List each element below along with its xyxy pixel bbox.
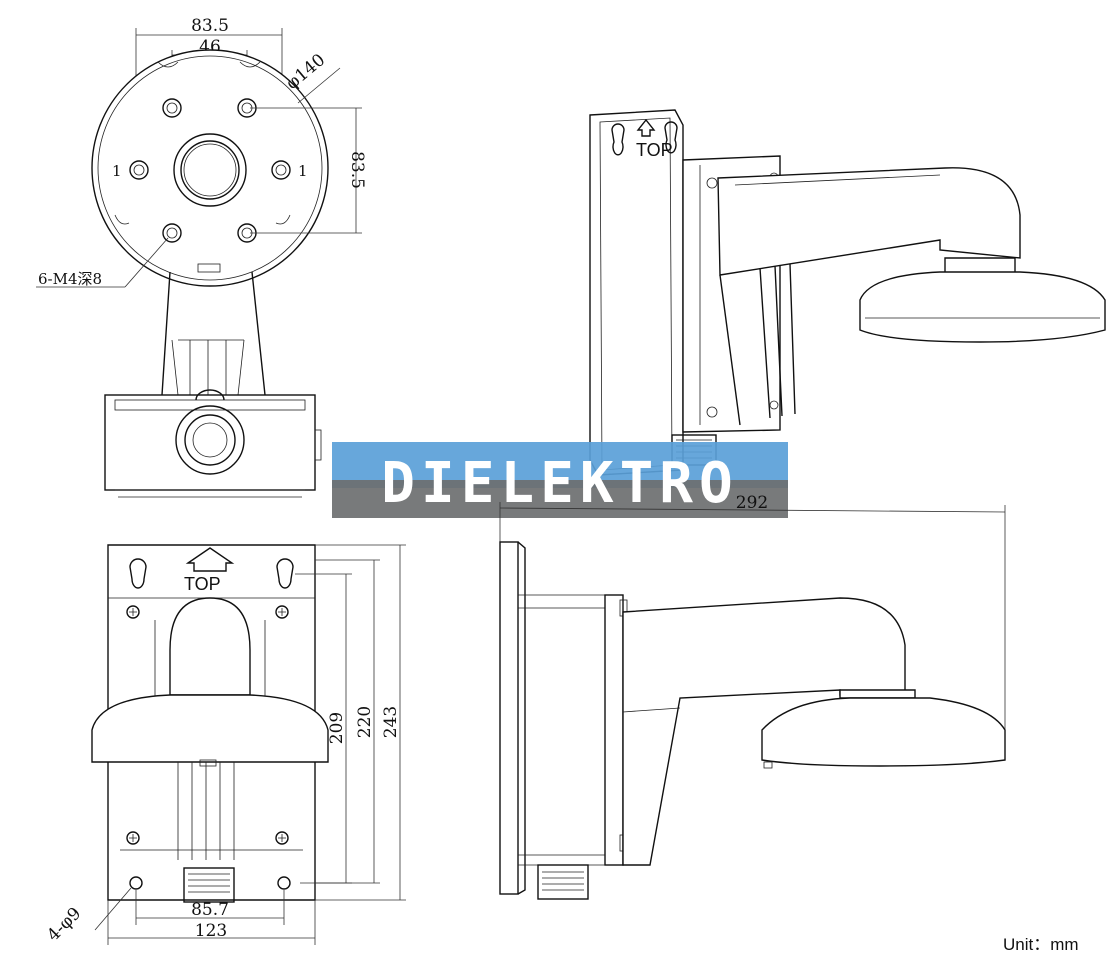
isometric-view: TOP [589,109,1106,476]
dim-height-mid: 220 [355,706,375,738]
watermark-text: DIELEKTRO [381,451,738,516]
plate-screws [126,605,289,845]
front-view: TOP 209 220 243 [43,544,406,946]
top-label-small: TOP [636,140,673,160]
dim-height-large: 243 [381,706,401,738]
hole-mark-right: 1 [298,162,308,180]
unit-label: Unit：mm [1003,935,1079,954]
dim-hole-spacing: 85.7 [191,900,229,920]
hole-mark-left: 1 [112,162,122,180]
dim-top-height: 83.5 [347,151,367,189]
watermark: DIELEKTRO [332,442,788,518]
mount-holes-callout: 4-φ9 [43,904,85,946]
dim-side-length: 292 [736,493,768,513]
dim-diameter: φ140 [282,50,329,94]
top-view: 83.5 46 1 1 83.5 [36,16,367,498]
hole-callout: 6-M4深8 [38,270,102,288]
dim-bottom-width: 123 [195,921,227,941]
side-view: 292 [499,493,1006,900]
dim-height-small: 209 [327,712,347,744]
top-label: TOP [184,574,221,594]
m4-holes [129,98,291,243]
dim-top-width-outer: 83.5 [191,16,229,36]
